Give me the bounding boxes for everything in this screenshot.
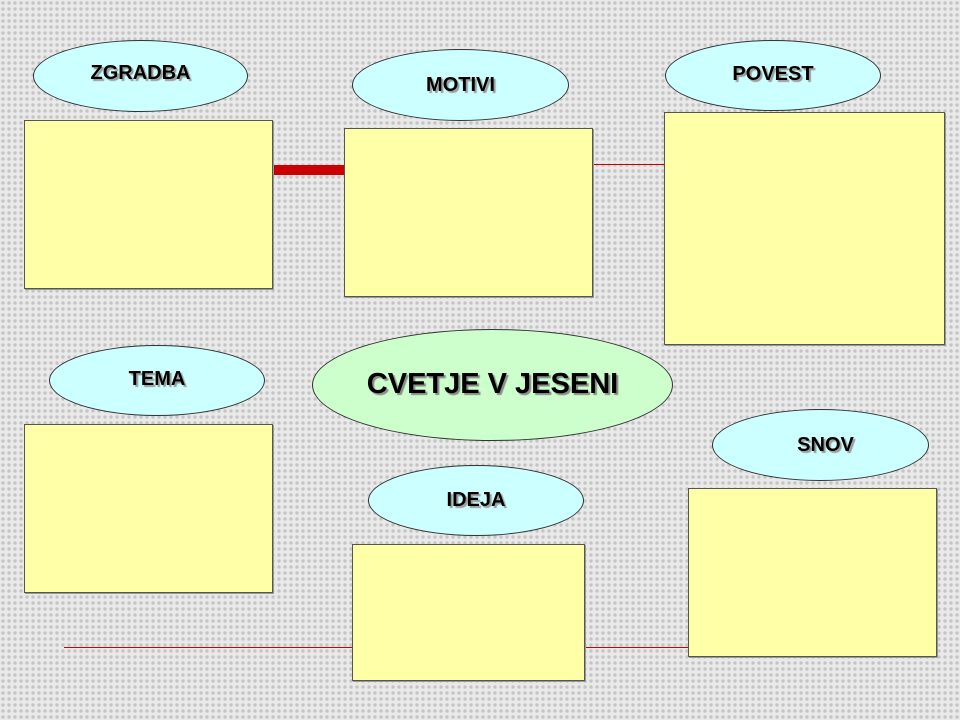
- motivi-label-oval: MOTIVI: [352, 49, 569, 121]
- thin-connector-motivi-povest: [592, 164, 665, 165]
- central-topic-oval: CVETJE V JESENI: [312, 329, 673, 441]
- zgradba-label: ZGRADBA: [90, 61, 191, 84]
- thin-connector-bottom-right: [584, 647, 689, 648]
- thick-connector-zgradba-motivi: [272, 165, 345, 175]
- povest-label: POVEST: [732, 63, 814, 85]
- tema-label-oval: TEMA: [49, 345, 265, 416]
- tema-box[interactable]: [24, 424, 273, 593]
- snov-box[interactable]: [688, 488, 937, 657]
- tema-label: TEMA: [128, 368, 186, 390]
- motivi-label: MOTIVI: [426, 73, 495, 96]
- ideja-label: IDEJA: [446, 489, 506, 511]
- snov-label-oval: SNOV: [712, 409, 929, 481]
- povest-box[interactable]: [664, 112, 945, 345]
- zgradba-box[interactable]: [24, 120, 273, 289]
- snov-label: SNOV: [797, 433, 854, 456]
- povest-label-oval: POVEST: [665, 40, 881, 111]
- ideja-box[interactable]: [352, 544, 585, 681]
- central-topic-label: CVETJE V JESENI: [366, 367, 619, 400]
- motivi-box[interactable]: [344, 128, 593, 297]
- ideja-label-oval: IDEJA: [368, 465, 584, 536]
- zgradba-label-oval: ZGRADBA: [33, 40, 248, 112]
- thin-connector-bottom-left: [64, 647, 353, 648]
